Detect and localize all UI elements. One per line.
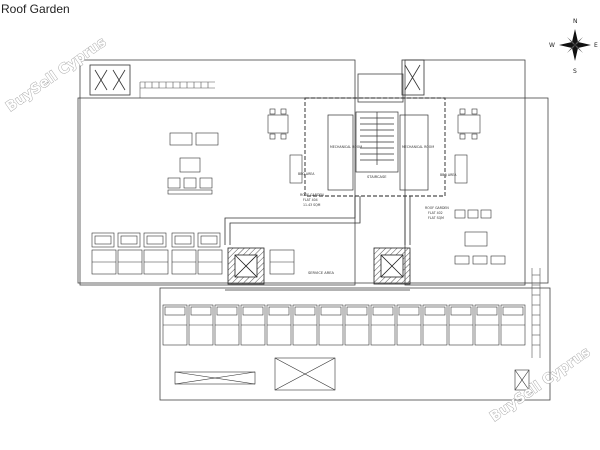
staircase-label: STAIRCASE	[367, 175, 387, 179]
structural-columns	[227, 247, 411, 285]
svg-text:FLAT 404: FLAT 404	[303, 198, 318, 202]
mechanical-room-left-outline	[327, 114, 354, 191]
solar-panels-row-lower	[162, 304, 526, 346]
lounge-set-right	[454, 209, 506, 265]
dining-set-left	[267, 108, 289, 140]
compass-east: E	[594, 42, 598, 49]
ac-units	[91, 232, 221, 248]
ventilation-shaft-right	[401, 59, 425, 96]
staircase	[355, 111, 399, 173]
compass-south: S	[573, 68, 577, 75]
mechanical-room-right-outline	[399, 114, 429, 191]
railing-top-left	[139, 81, 215, 98]
compass-north: N	[573, 18, 578, 25]
railing-right	[531, 268, 541, 358]
compass-west: W	[549, 42, 555, 49]
solar-panels-row-upper	[91, 249, 295, 275]
lounge-set-left	[167, 132, 219, 195]
bracing-strips	[174, 357, 530, 391]
mechanical-room-left-label: MECHANICAL ROOM	[330, 145, 362, 149]
building-outline	[77, 59, 551, 401]
plan-title: Roof Garden	[1, 2, 70, 16]
ventilation-shaft-left	[89, 64, 131, 96]
bbq-right	[454, 154, 468, 184]
bbq-left	[289, 154, 303, 184]
svg-text:11.43 SQM: 11.43 SQM	[303, 203, 321, 207]
service-corridor	[224, 196, 411, 291]
watermark-top-left: BuySell Cyprus	[3, 34, 109, 115]
mechanical-room-right-label: MECHANICAL ROOM	[402, 145, 434, 149]
svg-text:FLAT SQM: FLAT SQM	[428, 216, 444, 220]
compass-rose-icon: N S E W	[549, 18, 598, 75]
svg-text:FLAT 402: FLAT 402	[428, 211, 443, 215]
service-area-label: SERVICE AREA	[308, 271, 335, 275]
bbq-area-right-label: BBQ AREA	[440, 173, 457, 177]
dining-set-right	[457, 108, 481, 140]
roof-garden-left-label: ROOF GARDEN FLAT 404 11.43 SQM	[300, 193, 324, 207]
roof-garden-right-label: ROOF GARDEN FLAT 402 FLAT SQM	[425, 206, 449, 220]
mechanical-zone	[304, 97, 446, 197]
svg-text:ROOF GARDEN: ROOF GARDEN	[300, 193, 324, 197]
bbq-area-left-label: BBQ AREA	[298, 172, 315, 176]
svg-text:ROOF GARDEN: ROOF GARDEN	[425, 206, 449, 210]
